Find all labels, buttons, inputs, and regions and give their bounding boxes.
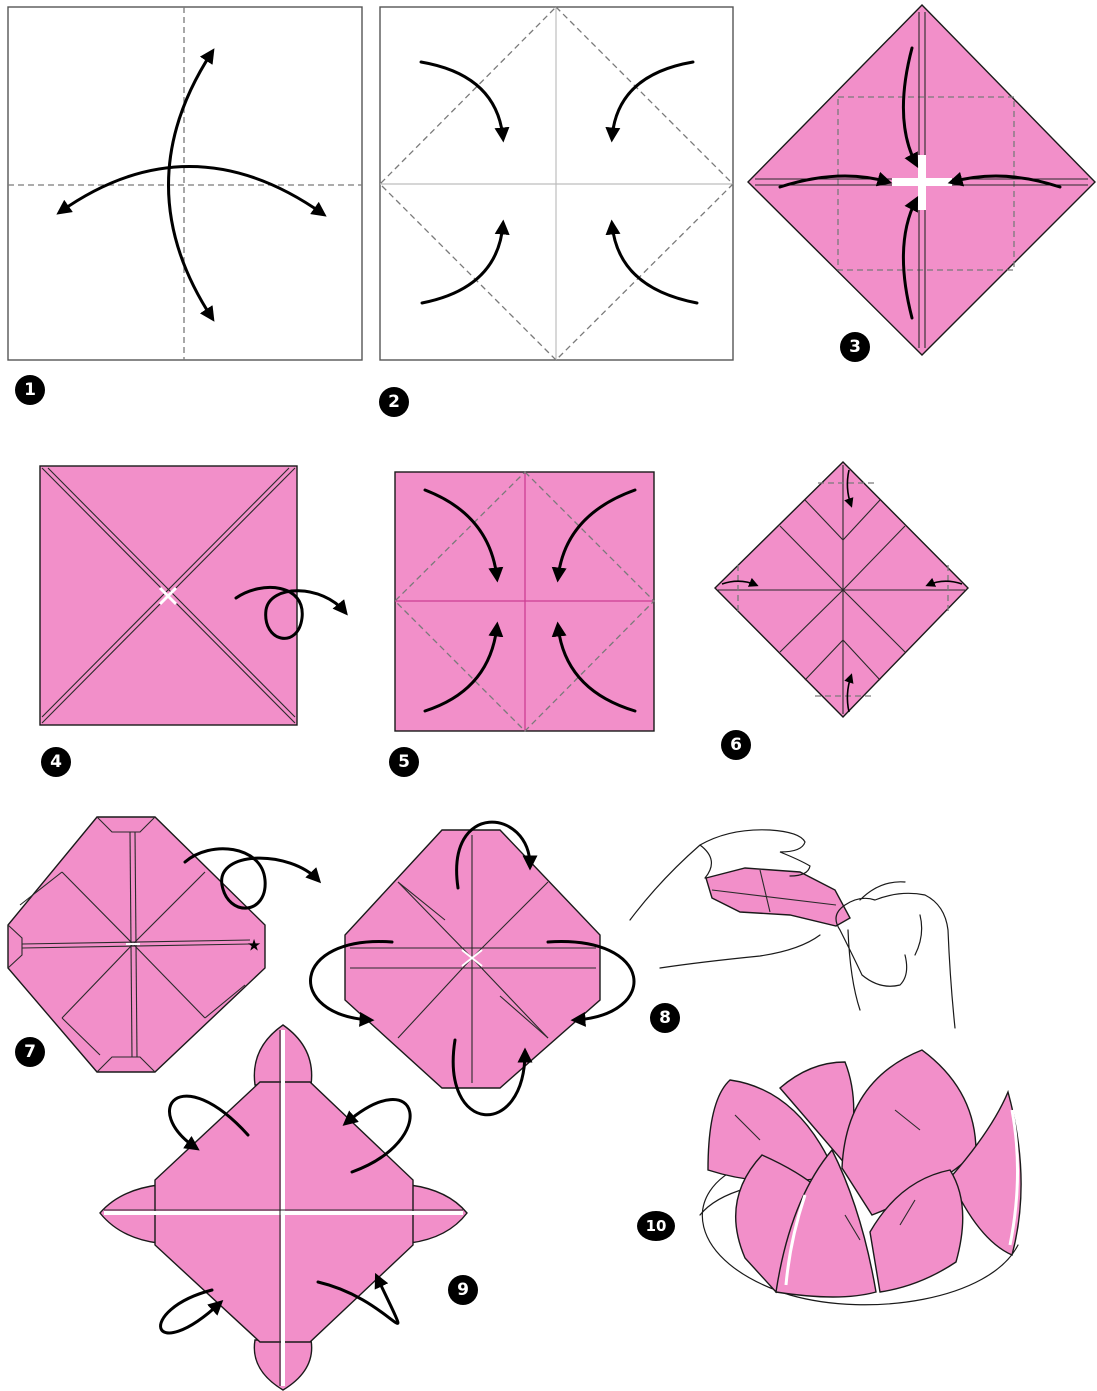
step-number-badge: 7 bbox=[15, 1037, 45, 1067]
step-number-badge: 5 bbox=[389, 747, 419, 777]
step-number: 4 bbox=[50, 752, 62, 772]
step-number: 8 bbox=[659, 1008, 671, 1028]
step-10-lotus: 10 bbox=[637, 1050, 1021, 1305]
step-number: 9 bbox=[457, 1280, 469, 1300]
step-9-diagram: 9 bbox=[100, 1025, 478, 1390]
center-gap bbox=[918, 155, 926, 210]
step-number-badge: 9 bbox=[448, 1275, 478, 1305]
step-number: 3 bbox=[849, 337, 861, 357]
paper-square bbox=[8, 7, 362, 360]
step-number: 5 bbox=[398, 752, 410, 772]
step-number: 10 bbox=[646, 1217, 667, 1235]
step-number-badge: 3 bbox=[840, 332, 870, 362]
step-1-diagram: 1 bbox=[8, 7, 362, 405]
step-number-badge: 1 bbox=[15, 375, 45, 405]
step-number: 7 bbox=[24, 1042, 36, 1062]
step-number-badge: 6 bbox=[721, 730, 751, 760]
hands-shaping-illustration bbox=[630, 830, 955, 1028]
step-number: 6 bbox=[730, 735, 742, 755]
step-number: 1 bbox=[24, 380, 36, 400]
folded-paper bbox=[706, 868, 850, 926]
star-marker: ★ bbox=[247, 936, 261, 955]
step-number-badge: 4 bbox=[41, 747, 71, 777]
step-5-diagram: 5 bbox=[389, 472, 654, 777]
right-hand-outline bbox=[836, 882, 955, 1028]
step-number: 2 bbox=[388, 392, 400, 412]
step-8-diagram: 8 bbox=[311, 822, 680, 1115]
step-6-diagram: 6 bbox=[715, 462, 968, 760]
step-number-badge: 8 bbox=[650, 1003, 680, 1033]
step-number-badge: 2 bbox=[379, 387, 409, 417]
step-2-diagram: 2 bbox=[379, 7, 733, 417]
step-3-diagram: 3 bbox=[748, 5, 1095, 362]
step-number-badge: 10 bbox=[637, 1211, 675, 1241]
step-4-diagram: 4 bbox=[40, 466, 345, 777]
